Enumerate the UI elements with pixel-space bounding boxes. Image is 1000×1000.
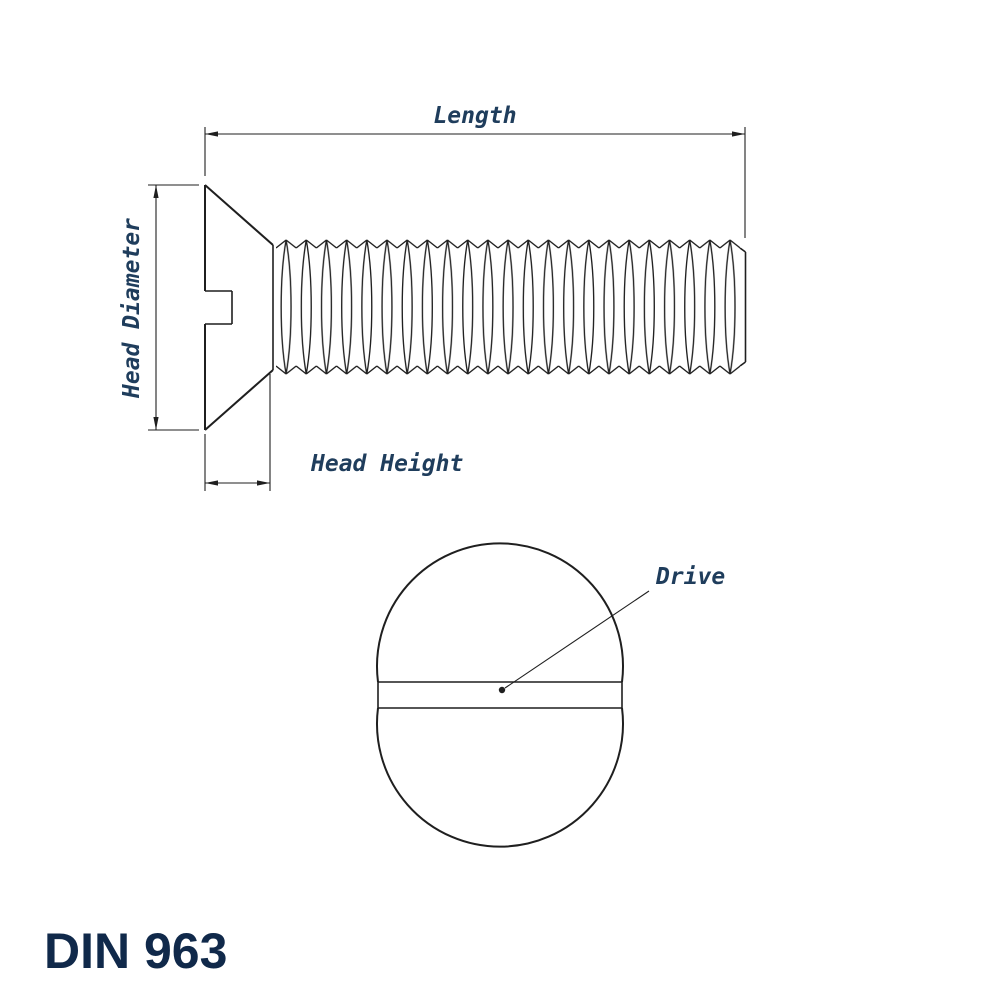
length-dimension: Length [204,103,746,238]
slot-notch-side [205,290,233,325]
head-circle-bottom-arc [376,707,624,848]
head-diameter-label: Head Diameter [119,218,145,399]
head-cone-top-edge [204,184,274,246]
side-view [204,184,747,431]
head-cone-bottom-edge [204,369,274,431]
screw-head [204,184,274,431]
head-diameter-dimension: Head Diameter [119,184,199,431]
front-view: Drive [376,542,725,848]
head-height-extension-lines [204,374,271,491]
length-label: Length [433,103,516,129]
standard-title: DIN 963 [44,923,227,979]
drive-leader-line [504,590,650,689]
screw-shank [276,237,747,377]
screw-tip [739,247,747,367]
drive-leader-dot [498,686,506,694]
length-extension-lines [204,127,746,238]
slot-front-edges [377,681,623,709]
drive-label: Drive [655,564,725,590]
head-circle-top-arc [376,542,624,683]
head-height-dimension: Head Height [204,374,463,491]
head-height-label: Head Height [310,451,463,477]
screw-thread [276,237,740,377]
